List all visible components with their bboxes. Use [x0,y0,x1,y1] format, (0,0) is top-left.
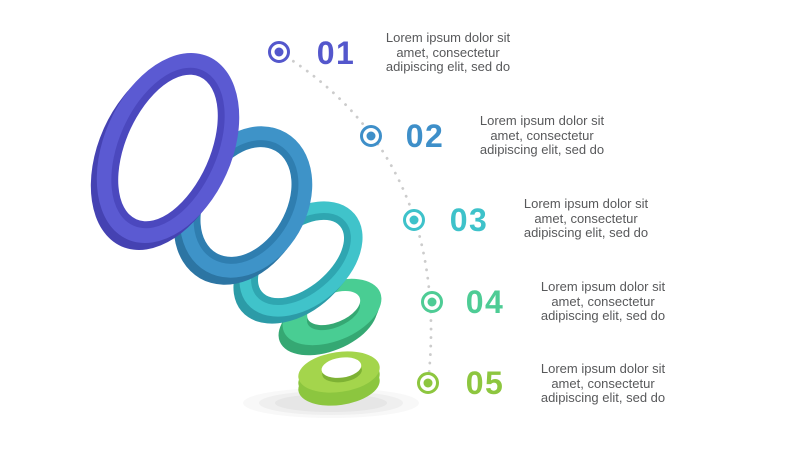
step-number: 05 [465,365,505,401]
step-marker-1 [268,41,290,63]
ring-step-3 [233,201,363,324]
ring-hole [118,74,218,222]
marker-inner-dot [427,297,437,307]
description-line: amet, consectetur [551,293,655,309]
ring-hole [257,219,345,299]
dotted-connector-line [277,50,433,385]
description-line: adipiscing elit, sed do [385,59,511,74]
description-line: adipiscing elit, sed do [523,225,649,240]
step-marker-4 [421,291,443,313]
description-line: Lorem ipsum dolor sit [540,361,666,376]
ring-step-1 [90,53,240,250]
description-line: adipiscing elit, sed do [479,142,605,157]
ring-hole [321,357,362,378]
step-number: 03 [449,202,489,238]
description-line: Lorem ipsum dolor sit [523,196,649,211]
marker-inner-dot [423,378,433,388]
description-line: adipiscing elit, sed do [540,390,666,405]
step-description: Lorem ipsum dolor sit amet, consectetur … [515,361,691,406]
step-description: Lorem ipsum dolor sit amet, consectetur … [360,30,536,75]
description-line: Lorem ipsum dolor sit [479,113,605,128]
step-description: Lorem ipsum dolor sit amet, consectetur … [454,113,630,158]
step-description: Lorem ipsum dolor sit amet, consectetur … [498,196,674,241]
step-number: 04 [465,284,505,320]
step-number: 01 [316,35,356,71]
ring-step-5 [298,351,380,406]
description-line: adipiscing elit, sed do [540,308,666,323]
marker-inner-dot [409,215,419,225]
marker-inner-dot [274,47,284,57]
description-line: Lorem ipsum dolor sit [540,279,666,294]
step-marker-5 [417,372,439,394]
step-marker-3 [403,209,425,231]
step-marker-2 [360,125,382,147]
description-line: amet, consectetur [534,210,638,226]
description-line: amet, consectetur [490,127,594,143]
description-line: amet, consectetur [551,375,655,391]
step-number: 02 [405,118,445,154]
description-line: amet, consectetur [396,44,500,60]
ring-inner-shade [111,67,225,229]
description-line: Lorem ipsum dolor sit [385,30,511,45]
step-description: Lorem ipsum dolor sit amet, consectetur … [515,279,691,324]
marker-inner-dot [366,131,376,141]
